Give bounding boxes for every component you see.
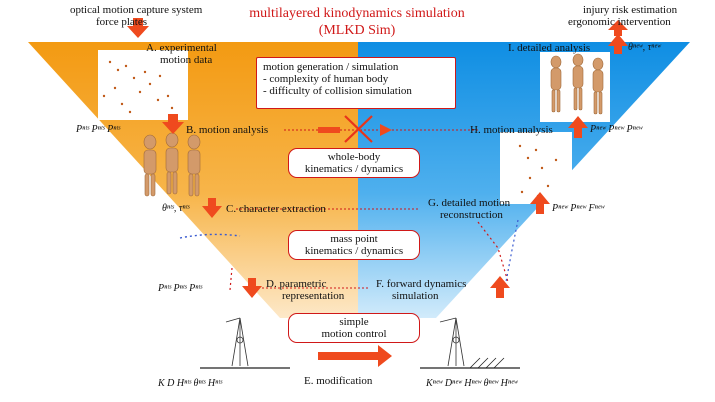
output-label-line2: ergonomic intervention	[568, 16, 671, 28]
symbols-d-left: Pⁿᵗˢ Pⁿᵗˢ Pⁿᵗˢ	[158, 283, 203, 294]
arrow-up-f	[490, 276, 510, 298]
whole-body-line-1: whole-body	[327, 151, 381, 163]
input-label-line2: force plates	[96, 16, 147, 28]
issues-line-2: - complexity of human body	[263, 73, 389, 85]
output-label-line1: injury risk estimation	[583, 4, 678, 16]
simple-control-line-1: simple	[339, 316, 369, 328]
symbols-e-right: Kⁿᵉʷ Dⁿᵉʷ Hⁿᵉʷ θⁿᵉʷ Hⁿᵉʷ	[426, 378, 518, 389]
mass-point-trace-left	[179, 233, 241, 239]
step-i-label: I. detailed analysis	[508, 42, 591, 54]
arrow-down-b	[162, 114, 184, 134]
step-c-label: C. character extraction	[226, 203, 326, 215]
step-g-label-2: reconstruction	[440, 209, 503, 221]
ground-hatch-right	[469, 357, 505, 369]
walking-figures-b	[143, 132, 201, 197]
arrow-up-h	[568, 116, 588, 138]
blocked-cross	[344, 115, 373, 143]
step-f-label-2: simulation	[392, 290, 439, 302]
arrow-up-g	[530, 192, 550, 214]
arrow-down-d	[242, 278, 262, 298]
step-a-label: A. experimental	[146, 42, 217, 54]
analysis-figures-i	[550, 53, 604, 115]
symbols-b-left: Pⁿᵗˢ Pⁿᵗˢ Pⁿᵗˢ	[76, 124, 121, 135]
arrow-down-c	[202, 198, 222, 218]
mass-point-trace-right	[477, 221, 509, 283]
symbols-c-left: θⁿᵗˢ, τⁿᵗˢ	[162, 203, 190, 214]
blocked-arrow-head	[380, 124, 392, 136]
step-e-label: E. modification	[304, 375, 373, 387]
symbols-i-right: θⁿᵉʷ, τⁿᵉʷ	[628, 42, 661, 53]
mass-point-line-1: mass point	[330, 233, 378, 245]
page-subtitle: (MLKD Sim)	[318, 23, 396, 38]
issues-line-3: - difficulty of collision simulation	[263, 85, 412, 97]
input-label-line1: optical motion capture system	[70, 4, 203, 16]
symbols-h-right: Pⁿᵉʷ Pⁿᵉʷ Pⁿᵉʷ	[590, 124, 643, 135]
arrow-up-i	[608, 34, 628, 54]
step-d-label: D. parametric	[266, 278, 327, 290]
mass-point-box: mass point kinematics / dynamics	[288, 230, 420, 260]
step-b-label: B. motion analysis	[186, 124, 269, 136]
whole-body-line-2: kinematics / dynamics	[304, 163, 404, 175]
issues-box: motion generation / simulation - complex…	[256, 57, 456, 109]
marker-cloud-h	[518, 144, 558, 198]
blocked-arrow-bar	[318, 127, 340, 133]
arrow-right-e	[318, 345, 392, 367]
issues-line-1: motion generation / simulation	[263, 61, 399, 73]
step-g-label: G. detailed motion	[428, 197, 511, 209]
whole-body-box: whole-body kinematics / dynamics	[288, 148, 420, 178]
step-f-label: F. forward dynamics	[376, 278, 467, 290]
mass-point-trace-right2	[505, 219, 519, 283]
stick-figure-left	[225, 317, 249, 367]
stick-figure-right	[439, 317, 465, 367]
symbols-g-right: Pⁿᵉʷ Pⁿᵉʷ Fⁿᵉʷ	[552, 203, 605, 214]
symbols-e-left: K D Hⁿᵗˢ θⁿᵗˢ Hⁿᵗˢ	[158, 378, 223, 389]
simple-control-line-2: motion control	[321, 328, 387, 340]
arrow-down-top-left	[127, 18, 149, 38]
step-a-label-2: motion data	[160, 54, 213, 66]
page-title: multilayered kinodynamics simulation	[249, 6, 465, 21]
motion-analysis-photo	[500, 132, 572, 204]
flow-arrows	[127, 18, 628, 367]
mass-point-line-2: kinematics / dynamics	[304, 245, 404, 257]
step-d-label-2: representation	[282, 290, 345, 302]
simple-control-box: simple motion control	[288, 313, 420, 343]
marker-cloud-a	[102, 60, 174, 114]
step-h-label: H. motion analysis	[470, 124, 553, 136]
mass-point-trace-d	[229, 267, 233, 291]
arrow-up-top-right	[608, 20, 628, 36]
